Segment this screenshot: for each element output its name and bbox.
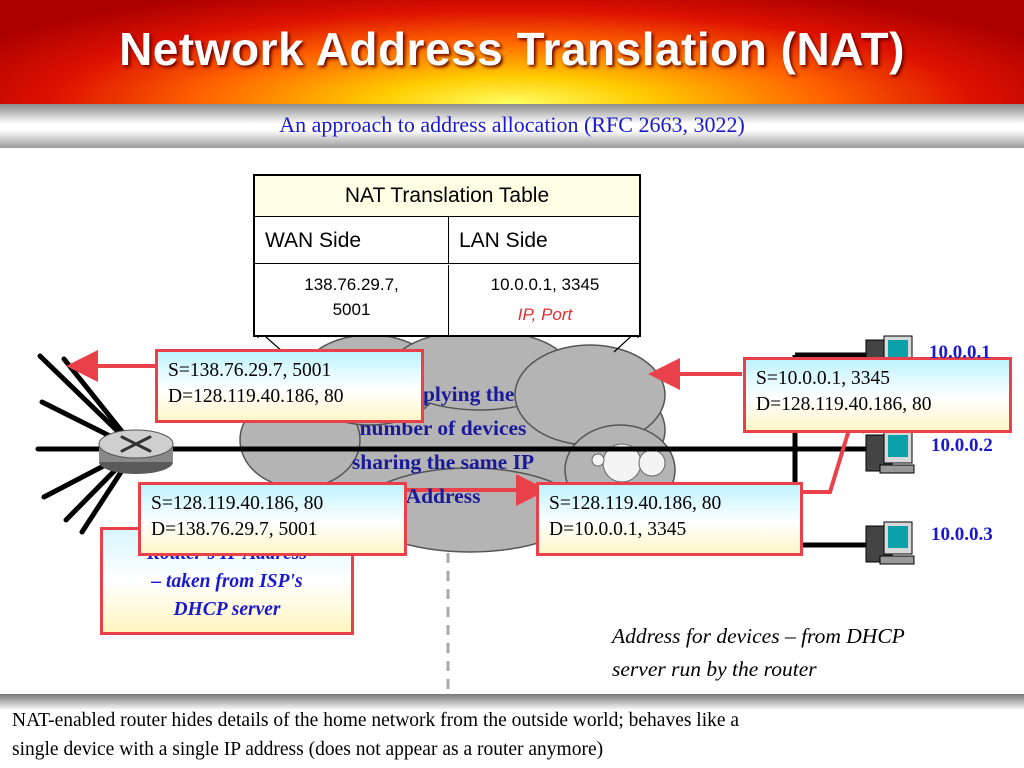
page-title: Network Address Translation (NAT) xyxy=(119,23,905,75)
footer-line: single device with a single IP address (… xyxy=(12,739,604,760)
page-subtitle: An approach to address allocation (RFC 2… xyxy=(279,112,745,137)
computer-icon xyxy=(865,430,915,474)
packet-dst: D=128.119.40.186, 80 xyxy=(756,394,932,415)
computer-icon xyxy=(865,521,915,565)
packet-src: S=138.76.29.7, 5001 xyxy=(168,360,332,381)
footer-line: NAT-enabled router hides details of the … xyxy=(12,710,740,731)
router-note-line: – taken from ISP's xyxy=(151,571,303,592)
cloud-line: sharing the same IP xyxy=(351,450,535,474)
table-cell-wan: 138.76.29.7, 5001 xyxy=(255,265,449,337)
table-title: NAT Translation Table xyxy=(255,176,639,217)
table-cell-lan: 10.0.0.1, 3345 IP, Port xyxy=(449,265,641,337)
ip-port-note: IP, Port xyxy=(517,305,573,324)
dhcp-note-line: Address for devices – from DHCP xyxy=(612,624,905,648)
packet-dst: D=10.0.0.1, 3345 xyxy=(549,519,687,540)
host-ip-label: 10.0.0.3 xyxy=(931,524,993,545)
cloud-caption: Multiplying the number of devices sharin… xyxy=(308,377,578,513)
arrow-in-lan xyxy=(803,398,865,494)
packet-src: S=10.0.0.1, 3345 xyxy=(756,368,890,389)
packet-incoming-wan: S=128.119.40.186, 80 D=138.76.29.7, 5001 xyxy=(138,482,407,556)
host-ip-label: 10.0.0.1 xyxy=(929,342,991,363)
host-ip-label: 10.0.0.2 xyxy=(931,435,993,456)
cloud-line: Address xyxy=(405,484,481,508)
dhcp-note: Address for devices – from DHCP server r… xyxy=(612,620,1012,686)
packet-dst: D=138.76.29.7, 5001 xyxy=(151,519,318,540)
wan-port: 5001 xyxy=(332,300,371,319)
dhcp-note-line: server run by the router xyxy=(612,657,817,681)
subtitle-bar xyxy=(0,104,1024,148)
packet-outgoing-wan: S=138.76.29.7, 5001 D=128.119.40.186, 80 xyxy=(155,349,424,423)
router-icon xyxy=(98,429,174,474)
packet-src: S=128.119.40.186, 80 xyxy=(549,493,722,514)
packet-dst: D=128.119.40.186, 80 xyxy=(168,386,344,407)
footer-text: NAT-enabled router hides details of the … xyxy=(12,706,1012,764)
router-note-line: DHCP server xyxy=(173,599,281,620)
title-banner xyxy=(0,0,1024,104)
column-header-lan: LAN Side xyxy=(449,217,641,264)
lan-ip-port: 10.0.0.1, 3345 xyxy=(490,275,600,294)
cloud-bubbles xyxy=(591,443,666,483)
packet-outgoing-lan: S=10.0.0.1, 3345 D=128.119.40.186, 80 xyxy=(743,357,1012,433)
column-header-wan: WAN Side xyxy=(255,217,449,264)
wan-ip: 138.76.29.7, xyxy=(304,275,399,294)
packet-src: S=128.119.40.186, 80 xyxy=(151,493,324,514)
packet-incoming-lan: S=128.119.40.186, 80 D=10.0.0.1, 3345 xyxy=(536,482,803,556)
nat-translation-table: NAT Translation Table WAN Side LAN Side … xyxy=(253,174,641,337)
footer-bar xyxy=(0,694,1024,768)
